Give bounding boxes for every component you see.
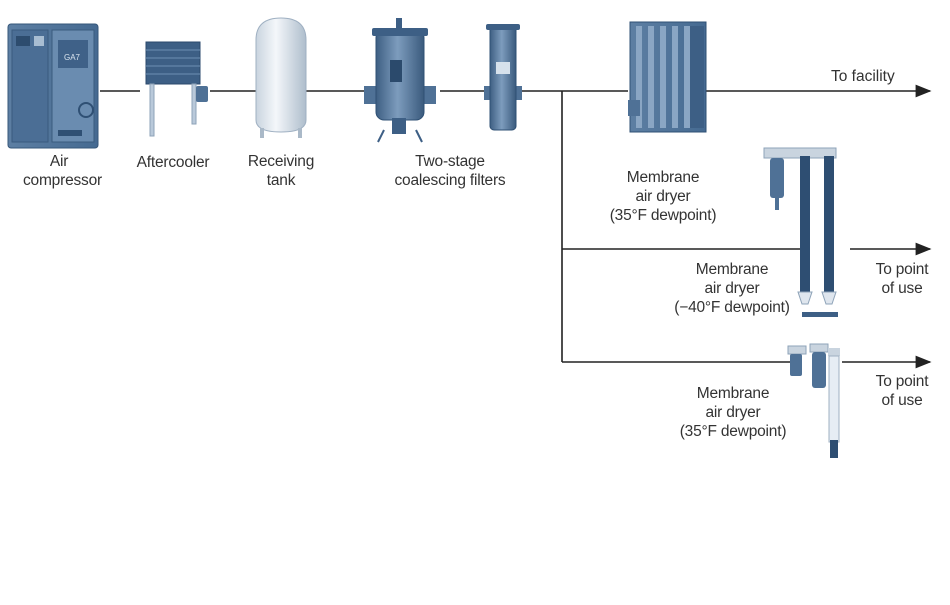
- membrane-dryer-small-icon: [787, 343, 840, 458]
- label-to-point-of-use-1: To point of use: [875, 261, 929, 297]
- coalescing-filter-small-icon: [484, 24, 522, 131]
- svg-text:GA7: GA7: [64, 53, 81, 62]
- label-air-compressor: Air compressor: [23, 153, 102, 189]
- pipe-network: [100, 84, 932, 369]
- coalescing-filter-large-icon: [364, 18, 436, 143]
- outlet-facility-label: To facility: [831, 68, 895, 85]
- aftercooler-icon: [145, 41, 208, 137]
- label-membrane-dryer-low-dewpoint: Membrane air dryer (−40°F dewpoint): [674, 261, 790, 316]
- label-aftercooler: Aftercooler: [136, 154, 210, 171]
- label-receiving-tank: Receiving tank: [247, 153, 315, 189]
- membrane-dryer-low-dewpoint-icon: [763, 147, 838, 317]
- tank-icon: [255, 17, 307, 138]
- label-to-point-of-use-2: To point of use: [875, 373, 929, 409]
- label-membrane-dryer-small: Membrane air dryer (35°F dewpoint): [679, 385, 787, 440]
- compressor-icon: GA7: [7, 23, 99, 149]
- label-coalescing-filters: Two-stage coalescing filters: [394, 153, 506, 189]
- membrane-dryer-main-icon: [628, 21, 707, 133]
- label-membrane-dryer-main: Membrane air dryer (35°F dewpoint): [609, 169, 717, 224]
